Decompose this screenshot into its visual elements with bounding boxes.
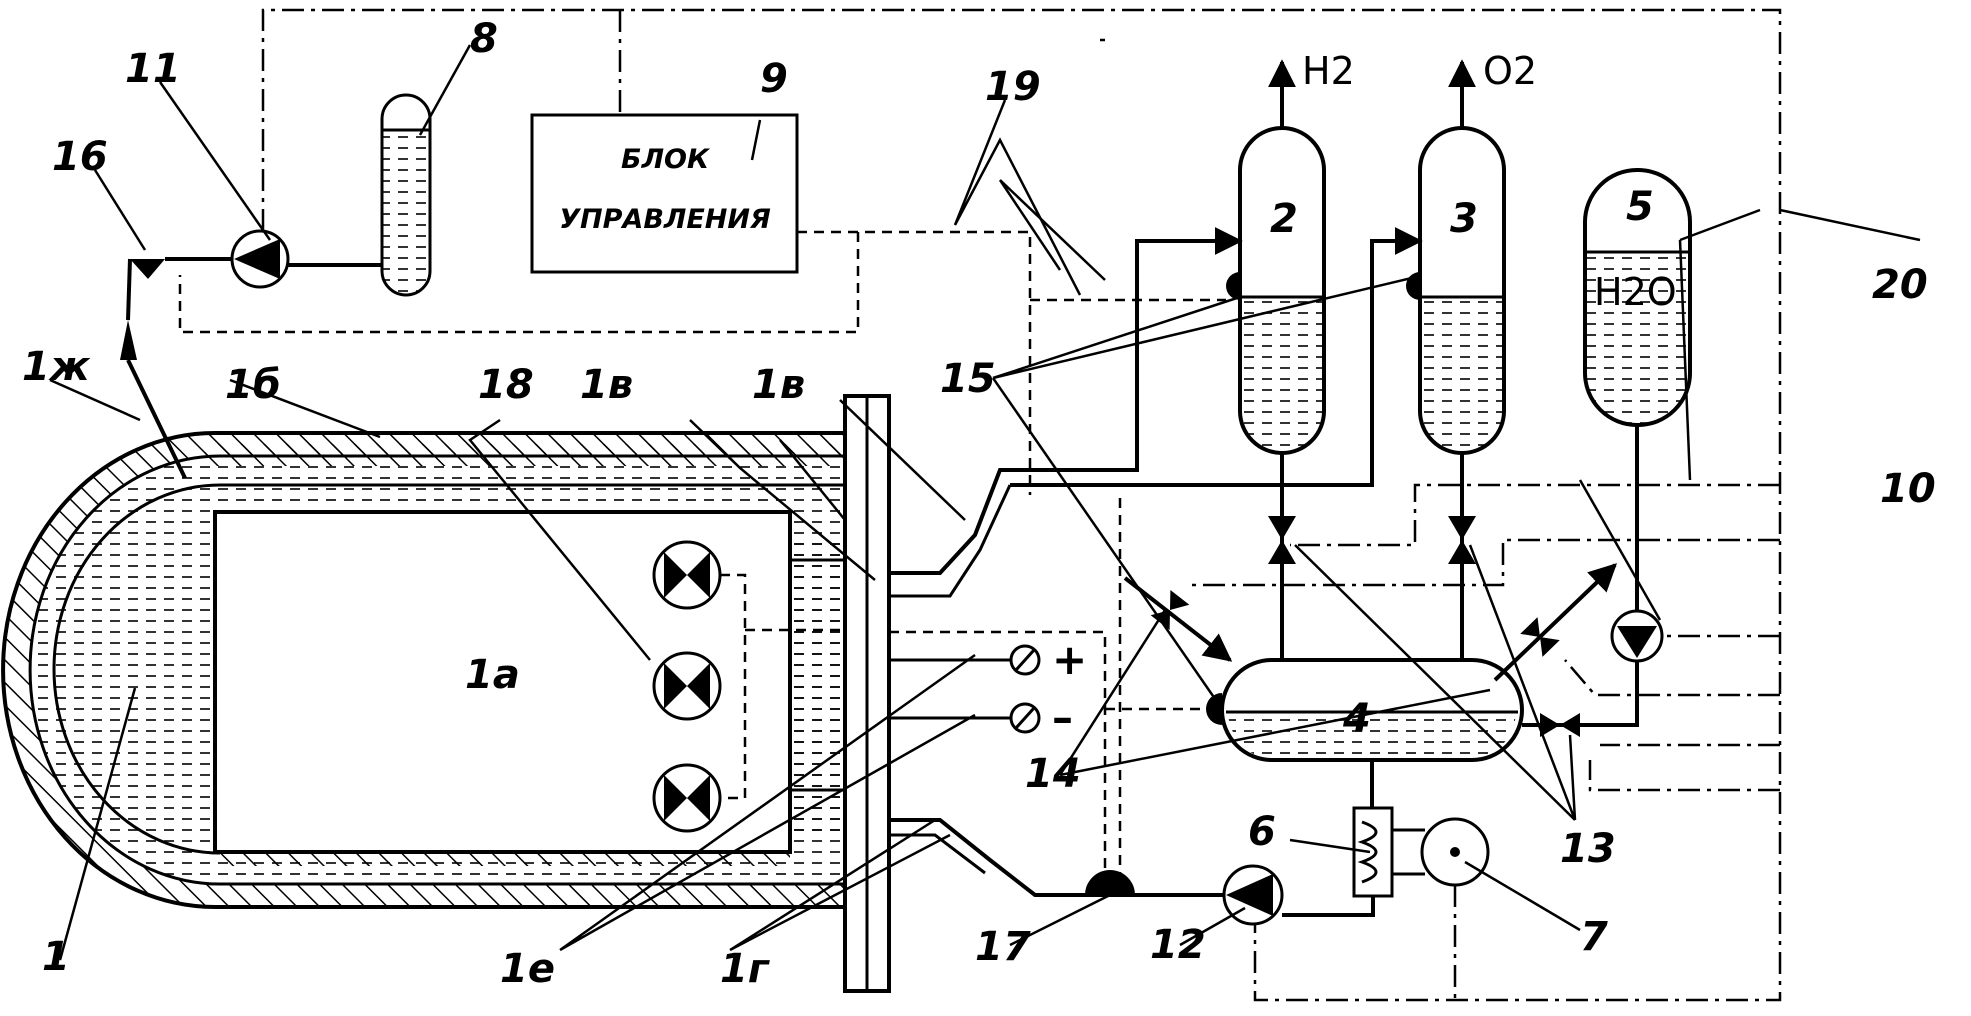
label-12: 12: [1150, 922, 1206, 968]
heater-element-middle: [654, 653, 720, 719]
label-5: 5: [1626, 184, 1654, 230]
pump-11: [232, 231, 288, 287]
label-1e: 1е: [500, 946, 555, 992]
label-1v-top: 1в: [752, 362, 805, 408]
label-14: 14: [1025, 751, 1081, 797]
label-1b: 1б: [225, 362, 281, 408]
label-11: 11: [125, 46, 181, 92]
label-20: 20: [1872, 262, 1928, 308]
valve-13-right: [1448, 516, 1476, 564]
valve-13-left: [1268, 516, 1296, 564]
makeup-tank: [382, 95, 430, 295]
label-h2-output: H2: [1302, 49, 1355, 93]
label-1: 1: [42, 934, 70, 980]
label-10: 10: [1880, 466, 1936, 512]
label-o2-output: O2: [1483, 49, 1537, 93]
label-8: 8: [470, 16, 498, 62]
terminal-plus-sign: +: [1052, 635, 1087, 684]
level-sensor-h2: [1226, 272, 1240, 300]
phase-separator-4: [1222, 660, 1522, 760]
label-1g: 1г: [720, 946, 770, 992]
label-17: 17: [975, 924, 1031, 970]
flange-plate: [845, 396, 889, 991]
check-valve-17: [1085, 870, 1135, 895]
label-2: 2: [1270, 196, 1298, 242]
valve-13-lower: [1540, 713, 1580, 737]
terminal-minus-sign: –: [1052, 693, 1073, 742]
terminal-minus: [1011, 704, 1039, 732]
label-16: 16: [52, 134, 108, 180]
heater-element-bottom: [654, 765, 720, 831]
label-18: 18: [478, 362, 534, 408]
pump-10: [1612, 611, 1662, 661]
label-1zh: 1ж: [22, 344, 91, 390]
heater-element-top: [654, 542, 720, 608]
label-15: 15: [940, 356, 996, 402]
label-13: 13: [1560, 826, 1616, 872]
hydrogen-separator: [1240, 128, 1324, 453]
label-4: 4: [1342, 696, 1371, 742]
control-unit-title-line1: БЛОК: [621, 144, 711, 175]
label-water: H2O: [1594, 270, 1677, 314]
label-1v: 1в: [580, 362, 633, 408]
label-9: 9: [760, 56, 788, 102]
label-3: 3: [1450, 196, 1478, 242]
check-valve-16: [130, 259, 165, 279]
oxygen-separator: [1420, 128, 1504, 453]
terminal-plus: [1011, 646, 1039, 674]
label-6: 6: [1248, 809, 1276, 855]
cooling-fan: [1422, 819, 1488, 885]
label-19: 19: [985, 64, 1041, 110]
control-unit-title-line2: УПРАВЛЕНИЯ: [559, 204, 771, 235]
label-1a: 1а: [465, 652, 520, 698]
label-7: 7: [1580, 914, 1608, 960]
